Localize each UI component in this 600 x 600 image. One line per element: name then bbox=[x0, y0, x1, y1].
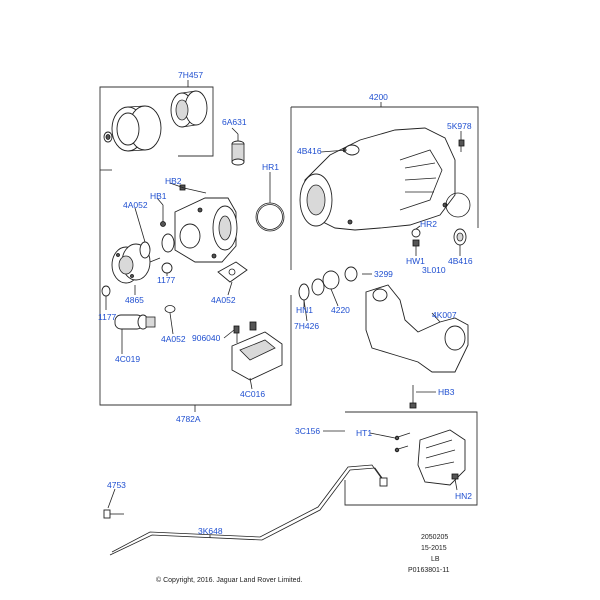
control-module-4C016-part bbox=[231, 321, 283, 381]
callout-906040: 906040 bbox=[192, 333, 221, 343]
callout-4753: 4753 bbox=[107, 480, 126, 490]
oring-1177a-part bbox=[161, 262, 173, 274]
bolt-906040-part bbox=[233, 325, 240, 343]
callout-6A631: 6A631 bbox=[222, 117, 247, 127]
callout-5K978: 5K978 bbox=[447, 121, 472, 131]
callout-4A052-upper: 4A052 bbox=[123, 200, 148, 210]
group-box-4200 bbox=[290, 102, 479, 270]
callout-HR1: HR1 bbox=[262, 162, 279, 172]
differential-housing-part bbox=[299, 127, 456, 231]
diagram-code-line2: 15-2015 bbox=[421, 545, 447, 552]
callout-4B416-upper: 4B416 bbox=[297, 146, 322, 156]
diagram-code-line3: LB bbox=[431, 556, 440, 563]
callout-7H457: 7H457 bbox=[178, 70, 203, 80]
flange-coupling-part bbox=[170, 90, 208, 128]
shim-stack-part bbox=[298, 266, 358, 301]
mounting-bracket-4K007-part bbox=[365, 284, 469, 373]
breather-pipe-part bbox=[103, 464, 388, 556]
callout-1177-lower: 1177 bbox=[98, 312, 117, 322]
callout-HB3: HB3 bbox=[438, 387, 455, 397]
callout-3C156: 3C156 bbox=[295, 426, 320, 436]
stud-HT1-part bbox=[394, 432, 411, 453]
filter-element-part bbox=[231, 134, 245, 166]
seal-4A052a-part bbox=[139, 233, 175, 259]
oring-1177b-part bbox=[101, 285, 111, 297]
leader-lines bbox=[105, 80, 462, 538]
callout-4200: 4200 bbox=[369, 92, 388, 102]
copyright-notice: © Copyright, 2016. Jaguar Land Rover Lim… bbox=[156, 576, 302, 584]
callout-4B416-lower: 4B416 bbox=[448, 256, 473, 266]
pinion-flange-part bbox=[111, 243, 161, 284]
callout-HB2: HB2 bbox=[165, 176, 182, 186]
small-seal-ring-part bbox=[103, 131, 113, 143]
callout-HN1: HN1 bbox=[296, 305, 313, 315]
callout-HB1: HB1 bbox=[150, 191, 167, 201]
callout-3299: 3299 bbox=[374, 269, 393, 279]
callout-4C019: 4C019 bbox=[115, 354, 140, 364]
motor-4C019-part bbox=[114, 314, 156, 354]
callout-4782A: 4782A bbox=[176, 414, 201, 424]
gasket-4A052b-part bbox=[217, 261, 248, 283]
nut-HN2-part bbox=[451, 473, 459, 480]
callout-3K648: 3K648 bbox=[198, 526, 223, 536]
callout-HT1: HT1 bbox=[356, 428, 372, 438]
coupling-housing-part bbox=[174, 197, 238, 263]
group-box-3C156 bbox=[344, 411, 478, 506]
callout-1177-upper: 1177 bbox=[157, 275, 176, 285]
plug-HR2-part bbox=[411, 228, 421, 247]
callout-3L010: 3L010 bbox=[422, 265, 446, 275]
callout-4A052-lower: 4A052 bbox=[161, 334, 186, 344]
bolt-HB2-part bbox=[179, 184, 207, 194]
bearing-sleeve-part bbox=[111, 105, 162, 152]
callout-HW1: HW1 bbox=[406, 256, 425, 266]
callout-HN2: HN2 bbox=[455, 491, 472, 501]
diagram-code-line1: 2050205 bbox=[421, 534, 448, 541]
callout-4C016: 4C016 bbox=[240, 389, 265, 399]
callout-7H426: 7H426 bbox=[294, 321, 319, 331]
bolt-HB3-part bbox=[409, 385, 417, 409]
seal-ring-HR1-part bbox=[255, 202, 285, 232]
clip-4A052c-part bbox=[164, 305, 176, 313]
breather-5K978-part bbox=[458, 139, 465, 152]
callout-4865: 4865 bbox=[125, 295, 144, 305]
diagram-code-line4: P0163801-11 bbox=[408, 567, 450, 574]
callout-4220: 4220 bbox=[331, 305, 350, 315]
callout-HR2: HR2 bbox=[420, 219, 437, 229]
bolt-HB1-part bbox=[160, 205, 166, 227]
callout-4K007: 4K007 bbox=[432, 310, 457, 320]
callout-4A052-middle: 4A052 bbox=[211, 295, 236, 305]
group-box-4782A bbox=[99, 169, 292, 412]
seal-ring-right-part bbox=[445, 192, 471, 218]
seal-4B416b-part bbox=[453, 228, 467, 246]
seal-4B416a-part bbox=[344, 144, 360, 156]
group-box-7H457 bbox=[99, 86, 214, 170]
